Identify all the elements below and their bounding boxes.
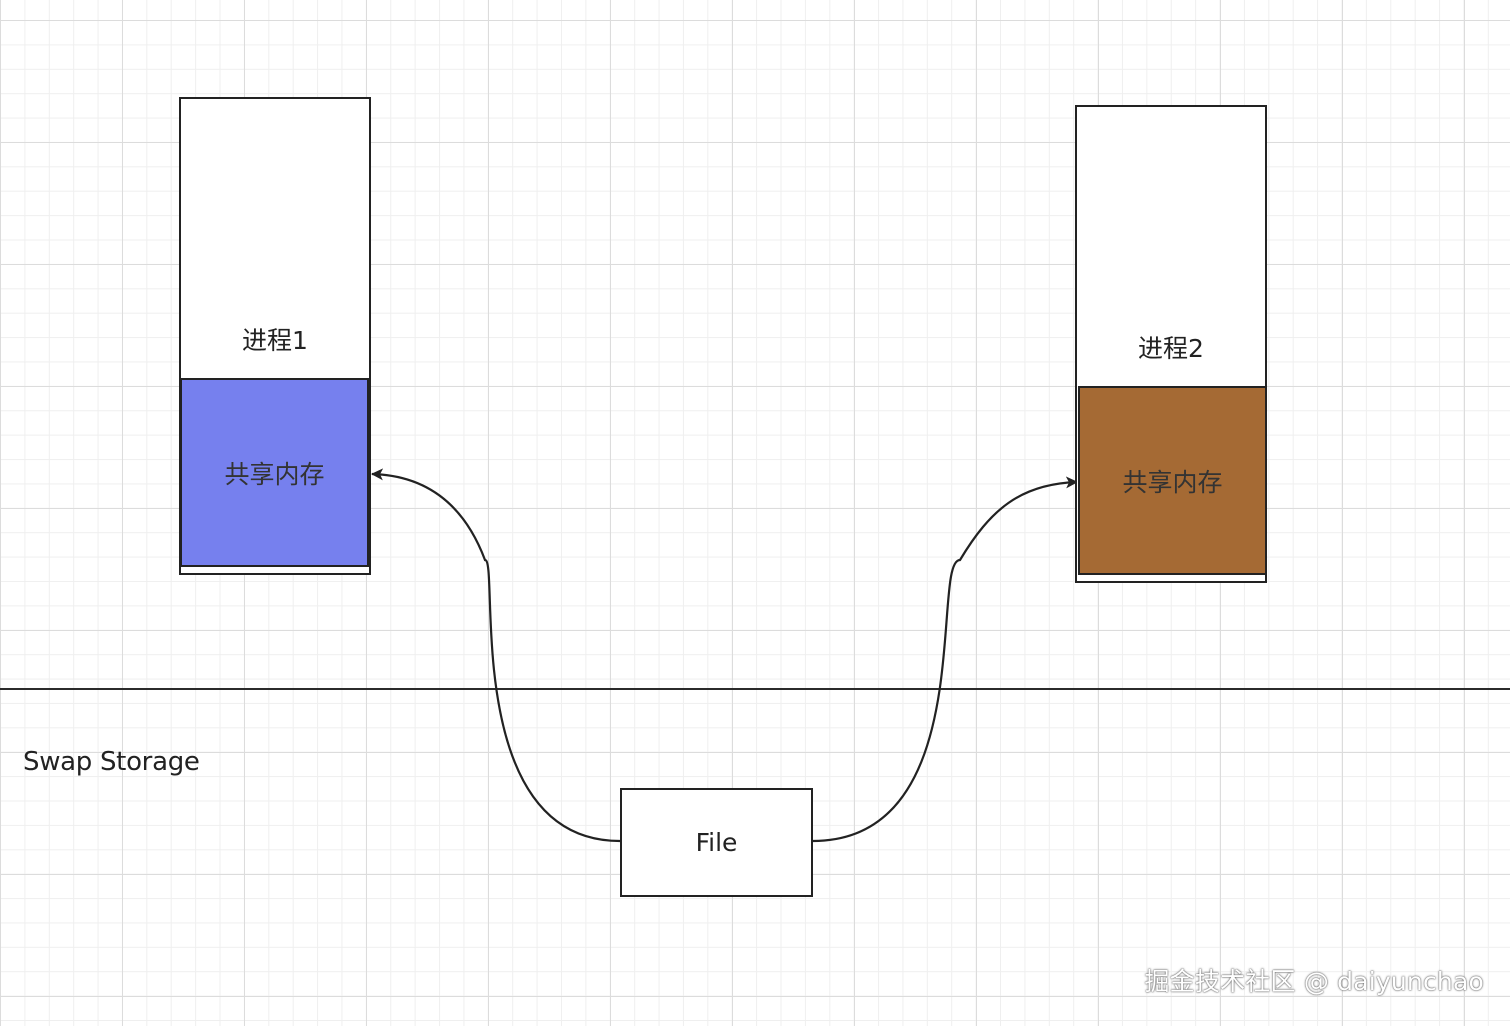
- file-node: File: [620, 788, 813, 897]
- process1-shared-memory-label: 共享内存: [224, 459, 325, 489]
- watermark: 掘金技术社区 @ daiyunchao: [1144, 967, 1484, 996]
- process2-shared-memory: 共享内存: [1078, 386, 1267, 575]
- process1-shared-memory: 共享内存: [180, 378, 369, 567]
- arrow-file-to-process1-shared-memory: [371, 468, 621, 843]
- arrow-file-to-process2-shared-memory: [812, 476, 1078, 843]
- process1-label: 进程1: [242, 326, 308, 355]
- file-label: File: [695, 828, 738, 857]
- process2-label: 进程2: [1138, 334, 1204, 363]
- process2-shared-memory-label: 共享内存: [1122, 467, 1223, 497]
- swap-storage-label: Swap Storage: [23, 747, 200, 777]
